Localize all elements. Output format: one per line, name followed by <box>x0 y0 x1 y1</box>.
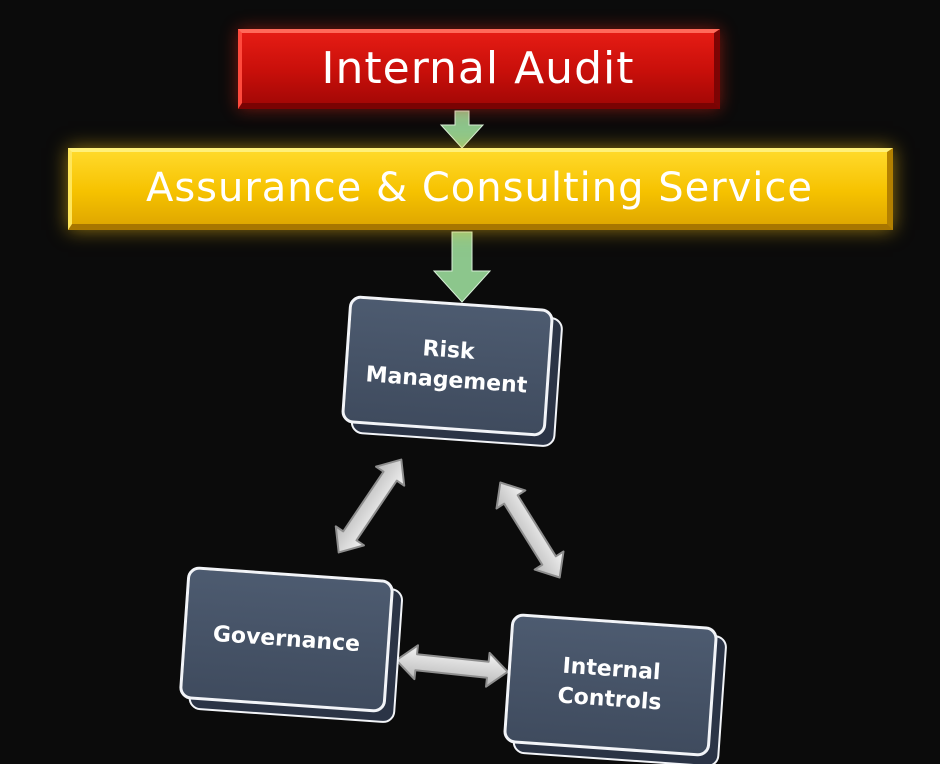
internal-audit-label: Internal Audit <box>321 42 635 94</box>
governance-node: Governance <box>178 565 404 724</box>
double-arrow-risk-controls <box>495 481 565 579</box>
internal-controls-node: Internal Controls <box>502 612 728 764</box>
tile-face: Risk Management <box>340 295 555 437</box>
double-arrow-risk-governance <box>334 458 406 554</box>
assurance-consulting-banner: Assurance & Consulting Service <box>68 148 893 230</box>
down-arrow-audit-to-assurance <box>439 110 485 149</box>
assurance-consulting-label: Assurance & Consulting Service <box>145 165 814 211</box>
double-arrow-governance-controls <box>395 644 509 688</box>
risk-management-node: Risk Management <box>340 295 564 448</box>
internal-audit-banner: Internal Audit <box>238 29 720 109</box>
controls-label-line-2: Controls <box>556 683 663 716</box>
governance-label: Governance <box>212 621 361 657</box>
tile-face: Governance <box>178 565 395 714</box>
tile-face: Internal Controls <box>502 612 719 758</box>
down-arrow-assurance-to-risk <box>432 231 492 303</box>
